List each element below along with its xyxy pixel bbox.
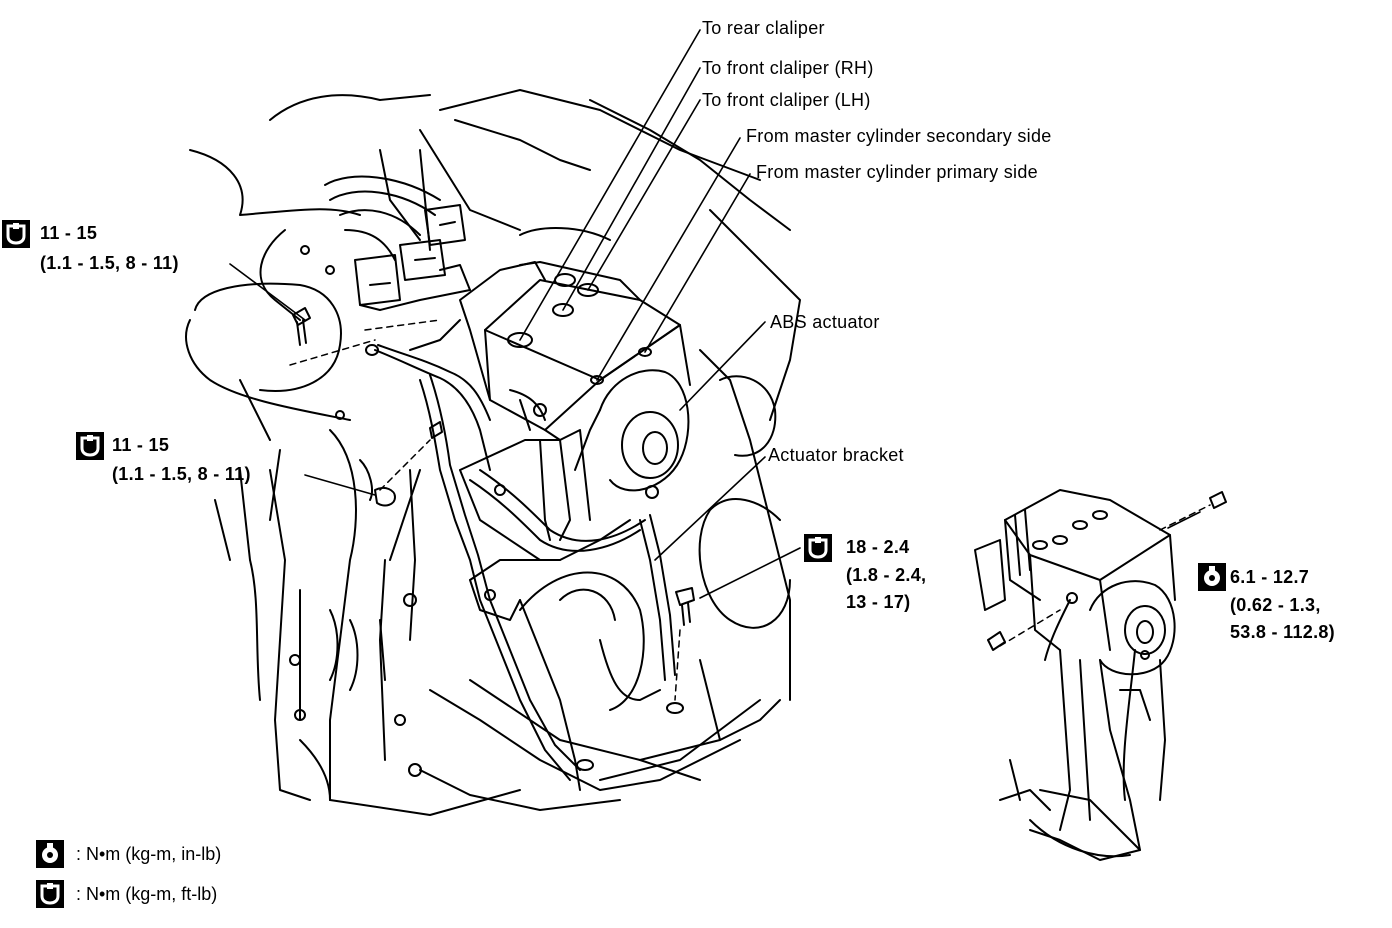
legend-in-lb-text: : N•m (kg-m, in-lb) — [76, 844, 222, 864]
label-front-caliper-lh: To front claliper (LH) — [702, 90, 871, 110]
torque-3-value: 18 - 2.4 — [846, 537, 910, 557]
torque-3-detail-2: 13 - 17) — [846, 592, 911, 612]
torque-1-value: 11 - 15 — [40, 223, 98, 243]
torque-4-detail-2: 53.8 - 112.8) — [1230, 622, 1335, 642]
label-front-caliper-rh: To front claliper (RH) — [702, 58, 874, 78]
label-mc-primary: From master cylinder primary side — [756, 162, 1038, 182]
abs-actuator-body — [459, 261, 691, 492]
callout-leaders — [229, 29, 1201, 599]
legend-in-lb-icon — [36, 840, 64, 868]
label-actuator-bracket: Actuator bracket — [768, 445, 904, 465]
torque-3-detail-1: (1.8 - 2.4, — [846, 565, 927, 585]
torque-4-detail-1: (0.62 - 1.3, — [1230, 595, 1321, 615]
torque-wrench-ft-lb-icon — [76, 432, 104, 460]
harness-connectors — [324, 175, 471, 311]
torque-wrench-ft-lb-icon — [2, 220, 30, 248]
torque-2-detail: (1.1 - 1.5, 8 - 11) — [112, 464, 251, 484]
torque-1-detail: (1.1 - 1.5, 8 - 11) — [40, 253, 179, 273]
torque-wrench-ft-lb-icon — [804, 534, 832, 562]
mounting-bolts — [292, 307, 695, 771]
engine-compartment-outline — [185, 89, 801, 816]
legend-ft-lb-text: : N•m (kg-m, ft-lb) — [76, 884, 218, 904]
actuator-bracket — [459, 389, 659, 791]
label-abs-actuator: ABS actuator — [770, 312, 880, 332]
label-rear-caliper: To rear claliper — [702, 18, 825, 38]
torque-wrench-in-lb-icon — [1198, 563, 1226, 591]
torque-4-value: 6.1 - 12.7 — [1230, 567, 1310, 587]
label-mc-secondary: From master cylinder secondary side — [746, 126, 1052, 146]
legend-ft-lb-icon — [36, 880, 64, 908]
torque-2-value: 11 - 15 — [112, 435, 170, 455]
alignment-dashes — [289, 319, 1211, 701]
actuator-detail-view — [974, 489, 1227, 861]
